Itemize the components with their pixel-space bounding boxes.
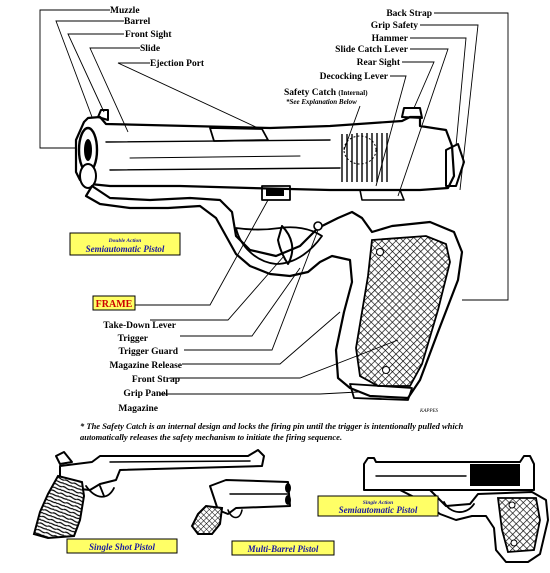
single-action-grip-panel	[496, 497, 541, 553]
label-slide-catch-lever: Slide Catch Lever	[335, 45, 409, 55]
trigger-shape	[277, 225, 294, 265]
multi-barrel-pistol-illustration	[190, 479, 291, 535]
frame-labels: Take-Down Lever Trigger Trigger Guard Ma…	[103, 321, 182, 414]
single-shot-caption-box: Single Shot Pistol	[66, 538, 178, 554]
stag-grip-shape	[32, 474, 86, 540]
label-front-strap: Front Strap	[132, 375, 180, 385]
front-sight-shape	[97, 109, 109, 121]
main-caption-small: Double Action	[108, 238, 142, 244]
leader-lines	[39, 9, 509, 395]
grip-panel-shape	[355, 235, 451, 387]
main-caption-big: Semiautomatic Pistol	[86, 244, 165, 254]
label-trigger: Trigger	[118, 334, 149, 344]
label-muzzle: Muzzle	[110, 6, 140, 16]
slide-serrations	[341, 133, 388, 182]
label-grip-safety: Grip Safety	[371, 21, 418, 31]
safety-catch-label: Safety Catch (Internal) *See Explanation…	[284, 88, 368, 106]
label-trigger-guard: Trigger Guard	[118, 347, 178, 357]
label-magazine: Magazine	[118, 404, 158, 414]
label-safety-catch: Safety Catch (Internal)	[284, 88, 368, 98]
label-hammer: Hammer	[372, 34, 409, 44]
label-see-explanation: *See Explanation Below	[286, 98, 357, 106]
ejection-port-shape	[209, 127, 269, 142]
label-slide: Slide	[140, 44, 160, 54]
multi-barrel-caption: Multi-Barrel Pistol	[247, 544, 319, 554]
take-down-lever-shape	[261, 185, 291, 201]
single-action-pistol-illustration	[363, 455, 549, 563]
single-shot-pistol-illustration	[32, 449, 265, 540]
main-pistol-illustration	[74, 107, 465, 401]
footnote: * The Safety Catch is an internal design…	[80, 421, 464, 442]
label-barrel: Barrel	[124, 17, 151, 27]
label-decocking-lever: Decocking Lever	[320, 72, 389, 82]
label-magazine-release: Magazine Release	[109, 361, 182, 371]
main-caption-box: Double Action Semiautomatic Pistol	[69, 232, 181, 256]
single-action-caption-small: Single Action	[363, 500, 394, 506]
single-action-caption-box: Single Action Semiautomatic Pistol	[317, 495, 439, 517]
label-take-down-lever: Take-Down Lever	[103, 321, 177, 331]
artist-mark: KAPPES	[419, 409, 439, 414]
left-labels: Muzzle Barrel Front Sight Slide Ejection…	[110, 6, 205, 69]
label-rear-sight: Rear Sight	[357, 58, 401, 68]
multi-barrel-caption-box: Multi-Barrel Pistol	[231, 540, 335, 556]
single-action-caption-big: Semiautomatic Pistol	[339, 505, 418, 515]
slide-shape	[74, 115, 456, 192]
frame-label: FRAME	[96, 299, 133, 310]
rear-sight-shape	[401, 107, 423, 119]
label-back-strap: Back Strap	[386, 9, 432, 19]
label-front-sight: Front Sight	[125, 30, 172, 40]
label-ejection-port: Ejection Port	[150, 59, 205, 69]
frame-label-box: FRAME	[92, 295, 136, 311]
single-shot-caption: Single Shot Pistol	[89, 542, 156, 552]
derringer-grip-shape	[190, 504, 224, 535]
label-grip-panel: Grip Panel	[123, 389, 168, 399]
right-labels: Back Strap Grip Safety Hammer Slide Catc…	[320, 9, 432, 82]
